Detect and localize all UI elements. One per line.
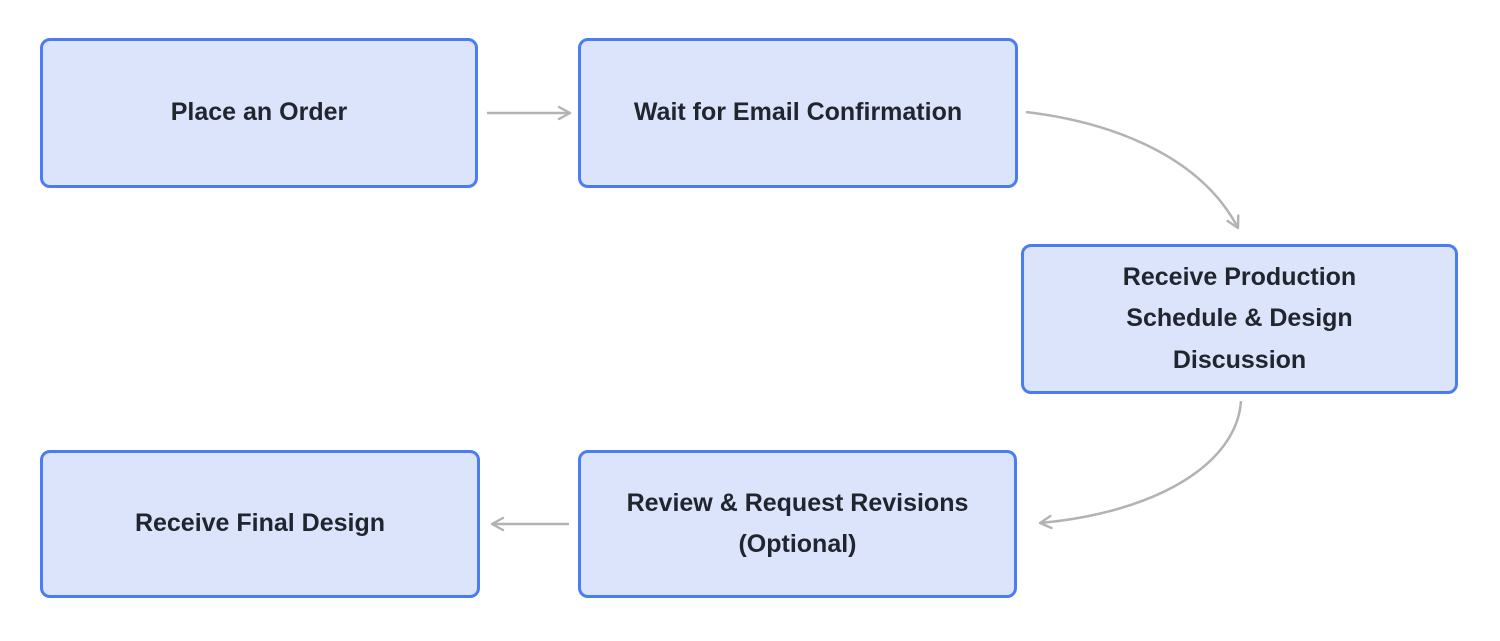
- flow-node-wait-for-email-confirmation: Wait for Email Confirmation: [578, 38, 1018, 188]
- node-label-review-request-revisions: Review & Request Revisions (Optional): [626, 488, 969, 558]
- node-label-wait-for-email-confirmation: Wait for Email Confirmation: [633, 98, 963, 127]
- flow-node-receive-production-schedule: Receive Production Schedule & Design Dis…: [1021, 244, 1458, 394]
- flow-node-review-request-revisions: Review & Request Revisions (Optional): [578, 450, 1017, 598]
- edge-wait-email-to-production-schedule: [1025, 110, 1240, 230]
- flow-node-receive-final-design: Receive Final Design: [40, 450, 480, 598]
- edge-production-schedule-to-review-revisions: [1038, 400, 1243, 530]
- node-label-place-an-order: Place an Order: [170, 98, 348, 127]
- node-label-receive-final-design: Receive Final Design: [134, 509, 386, 538]
- node-label-receive-production-schedule: Receive Production Schedule & Design Dis…: [1122, 263, 1357, 374]
- flow-node-place-an-order: Place an Order: [40, 38, 478, 188]
